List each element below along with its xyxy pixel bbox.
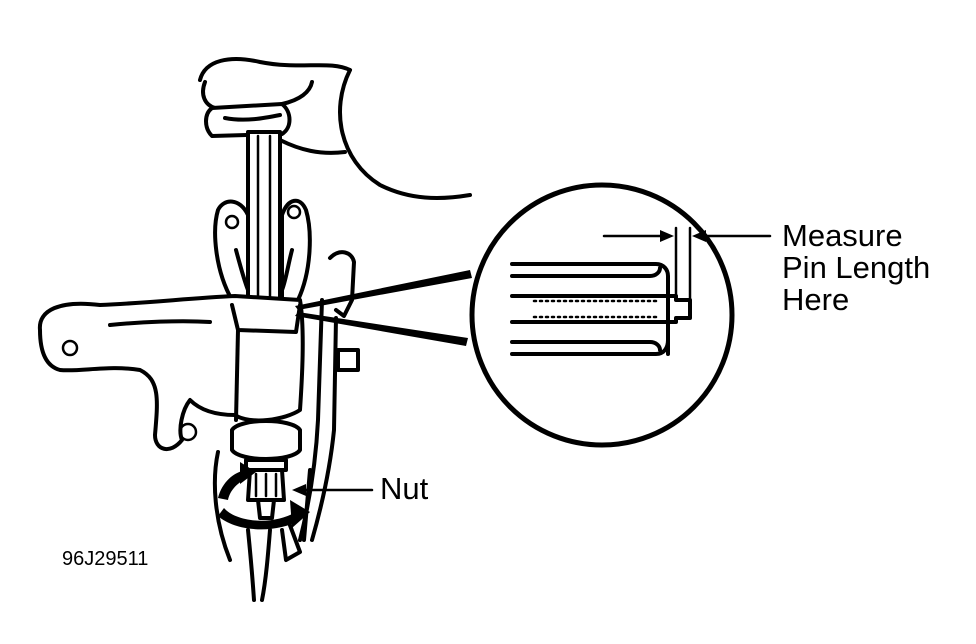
measure-label-line3: Here <box>782 282 850 317</box>
nut-pointer-arrow-icon <box>292 484 374 496</box>
measure-label-line1: Measure <box>782 218 903 253</box>
castle-nut <box>246 468 286 520</box>
measure-label-line2: Pin Length <box>782 250 931 285</box>
rotation-arrow-icon <box>218 462 310 530</box>
tool-bracket <box>213 198 312 302</box>
measure-arrow-icon <box>602 230 772 242</box>
hand-illustration <box>198 57 472 200</box>
nut-label: Nut <box>380 471 429 506</box>
callout-wedge <box>295 270 472 346</box>
figure-code: 96J29511 <box>62 548 149 570</box>
knuckle-assembly <box>37 294 305 451</box>
tool-shaft <box>246 130 282 312</box>
tie-rod <box>298 250 360 542</box>
lower-cables <box>212 450 302 602</box>
ball-joint-body <box>230 419 302 472</box>
magnified-detail <box>469 182 735 448</box>
